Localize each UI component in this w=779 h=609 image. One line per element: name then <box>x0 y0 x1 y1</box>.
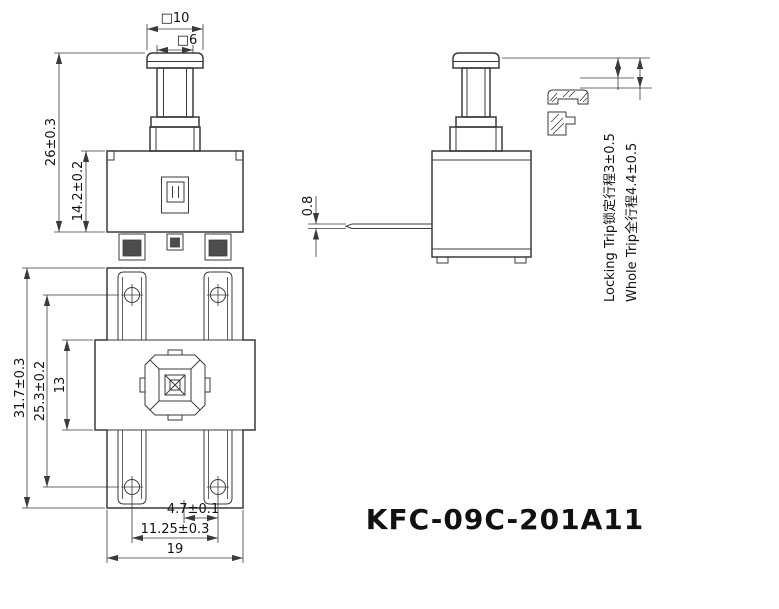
dim-center-width-label: 13 <box>53 377 68 394</box>
bottom-tab-bottom-right <box>203 430 233 505</box>
front-terminals <box>118 233 232 261</box>
terminal-right <box>204 233 232 261</box>
front-button-stem <box>156 67 194 118</box>
front-body-step-right <box>235 151 243 161</box>
bottom-tab-top-left <box>117 271 147 340</box>
front-collar <box>150 116 200 128</box>
side-button-cap <box>452 52 500 69</box>
dim-group-hole-pitch: 11.25±0.3 <box>131 496 218 543</box>
front-body-step-left <box>107 151 115 161</box>
dim-group-hole-offset: 4.7±0.1 <box>167 496 219 543</box>
center-square-mid <box>164 374 186 396</box>
center-boss-notch <box>204 377 211 393</box>
dim-body-height-label: 14.2±0.2 <box>71 161 86 222</box>
terminal-pin <box>344 223 432 229</box>
side-view: 0.8 Locking Trip锁定行程3±0.5 Whole Trip全行程4… <box>301 52 652 302</box>
front-flange <box>149 126 201 152</box>
part-number: KFC-09C-201A11 <box>366 503 645 536</box>
front-center-window-inner <box>166 181 185 203</box>
dim-stem-width-label: □6 <box>177 33 198 48</box>
dim-group-pin-thickness: 0.8 <box>301 196 346 257</box>
center-square-inner <box>169 379 181 391</box>
dim-total-length-label: 31.7±0.3 <box>13 358 28 419</box>
dim-group-center-width: 13 <box>53 339 93 431</box>
center-boss-notch <box>167 414 183 421</box>
side-flange <box>449 126 503 152</box>
terminal-left-contact <box>122 239 142 257</box>
terminal-center-contact <box>170 237 180 248</box>
dim-group-stem-width: □6 <box>156 33 198 54</box>
dim-pin-thickness-label: 0.8 <box>301 196 316 217</box>
terminal-center <box>166 233 184 251</box>
side-button-stem <box>461 67 491 118</box>
dim-whole-trip-label: Whole Trip全行程4.4±0.5 <box>624 143 640 302</box>
dim-group-body-height: 14.2±0.2 <box>71 150 105 232</box>
dim-total-height-label: 26±0.3 <box>44 118 59 166</box>
bottom-tab-top-right <box>203 271 233 340</box>
bottom-view: 31.7±0.3 25.3±0.2 13 4.7±0.1 11.25±0.3 <box>13 267 256 563</box>
dim-group-trips: Locking Trip锁定行程3±0.5 Whole Trip全行程4.4±0… <box>502 57 652 302</box>
front-button-cap <box>146 52 204 69</box>
terminal-right-contact <box>208 239 228 257</box>
dim-hole-pitch-label: 11.25±0.3 <box>141 522 210 537</box>
dim-group-hole-span: 25.3±0.2 <box>33 294 119 488</box>
side-collar <box>455 116 497 128</box>
clip-upper-section <box>547 89 589 105</box>
front-view: □10 □6 26±0.3 14.2±0.2 <box>44 11 244 261</box>
dim-hole-offset-label: 4.7±0.1 <box>167 502 219 517</box>
bottom-tab-bottom-left <box>117 430 147 505</box>
dim-group-total-length: 31.7±0.3 <box>13 267 105 509</box>
dim-cap-width-label: □10 <box>161 11 190 26</box>
clip-lower-section <box>547 111 576 136</box>
front-body <box>106 150 244 233</box>
dim-group-cap-width: □10 <box>146 11 204 50</box>
front-center-window <box>161 176 189 214</box>
side-body <box>431 150 532 258</box>
center-boss-notch <box>139 377 146 393</box>
dim-hole-span-label: 25.3±0.2 <box>33 361 48 422</box>
bottom-center-feature <box>139 349 211 421</box>
terminal-left <box>118 233 146 261</box>
bottom-body-outline <box>94 267 256 509</box>
detail-clip <box>547 89 589 136</box>
center-boss-notch <box>167 349 183 356</box>
side-foot <box>514 256 527 264</box>
side-foot <box>436 256 449 264</box>
center-square-outer <box>158 368 192 402</box>
dim-group-total-height: 26±0.3 <box>44 52 145 233</box>
dim-locking-trip-label: Locking Trip锁定行程3±0.5 <box>602 133 618 302</box>
dim-body-width-label: 19 <box>167 542 184 557</box>
dim-group-body-width: 19 <box>106 510 244 563</box>
